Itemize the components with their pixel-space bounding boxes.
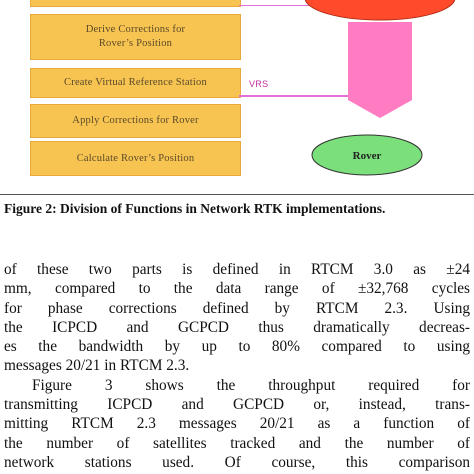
- box-calculate-position: Calculate Rover’s Position: [30, 141, 241, 176]
- body-line-1: of these two parts is defined in RTCM 3.…: [4, 261, 470, 278]
- body-line-5: es the bandwidth by up to 80% compared t…: [4, 338, 470, 356]
- body-line-11: network stations used. Of course, this c…: [4, 453, 470, 471]
- figure-caption: Figure 2: Division of Functions in Netwo…: [4, 201, 386, 216]
- right-diagram-shapes: Rover: [304, 0, 456, 176]
- vrs-label: VRS: [249, 79, 269, 89]
- body-line-10: the number of satellites tracked and the…: [4, 434, 470, 452]
- box-apply-corrections: Apply Corrections for Rover: [30, 104, 241, 138]
- body-line-3: for phase corrections defined by RTCM 2.…: [4, 299, 470, 317]
- body-line-8: transmitting ICPCD and GCPCD or, instead…: [4, 396, 470, 414]
- top-box-cropped: [30, 0, 241, 7]
- box-derive-corrections: Derive Corrections for Rover’s Position: [30, 14, 241, 60]
- box-apply-corrections-label: Apply Corrections for Rover: [72, 115, 199, 126]
- box-create-vrs-label: Create Virtual Reference Station: [64, 77, 207, 88]
- box-create-vrs: Create Virtual Reference Station: [30, 68, 241, 98]
- top-connector-line: [239, 5, 309, 6]
- box-derive-corrections-line1: Derive Corrections for: [85, 24, 186, 35]
- body-line-2: mm, compared to the data range of ±32,76…: [4, 280, 470, 298]
- body-text: of these two parts is defined in RTCM 3.…: [4, 260, 470, 472]
- body-line-4: the ICPCD and GCPCD thus dramatically de…: [4, 318, 470, 336]
- figure-2: Derive Corrections for Rover’s Position …: [0, 0, 474, 200]
- down-arrow-tip: [348, 80, 412, 118]
- server-ellipse: [304, 0, 456, 21]
- down-arrow-body: [348, 22, 412, 100]
- body-line-7: Figure 3 shows the throughput required f…: [32, 376, 470, 394]
- rover-label: Rover: [353, 150, 382, 162]
- box-calculate-position-label: Calculate Rover’s Position: [76, 152, 195, 164]
- caption-divider: [0, 194, 474, 195]
- body-line-6: messages 20/21 in RTCM 2.3.: [4, 357, 190, 375]
- vrs-connector-line: [239, 95, 409, 97]
- rover-ellipse: [311, 134, 423, 176]
- box-derive-corrections-line2: Rover’s Position: [98, 38, 173, 49]
- body-line-9: mitting RTCM 2.3 messages 20/21 as a fun…: [4, 415, 470, 433]
